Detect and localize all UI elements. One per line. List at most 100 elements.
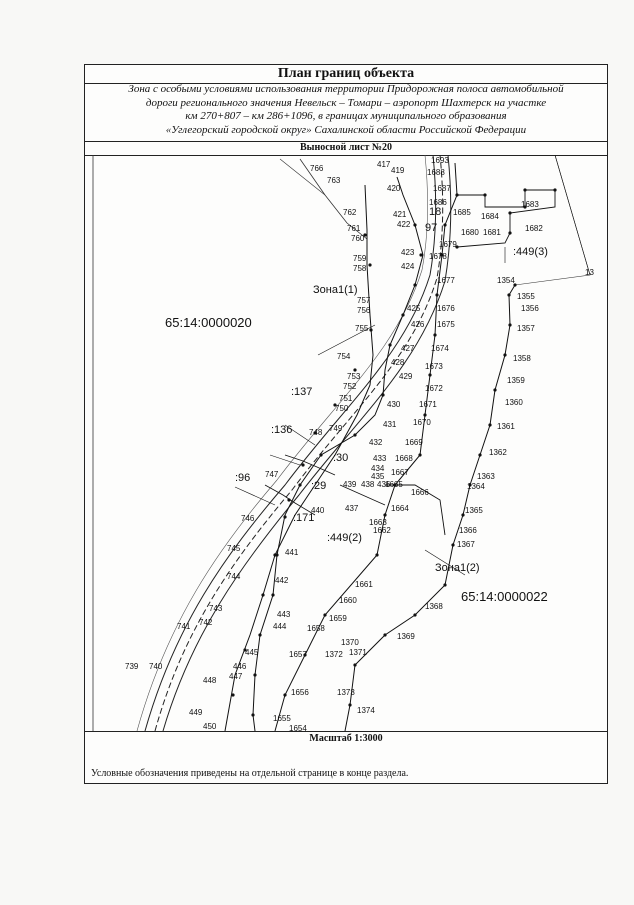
point-1361: 1361 <box>497 422 515 431</box>
description-line-1: Зона с особыми условиями использования т… <box>128 83 564 95</box>
point-748: 748 <box>309 428 323 437</box>
point-1369: 1369 <box>397 632 415 641</box>
point-1370: 1371 <box>349 648 367 657</box>
sublot-449-2: :449(2) <box>327 532 362 544</box>
point-436: 436 <box>377 480 391 489</box>
point-755: 755 <box>355 324 369 333</box>
point-445: 445 <box>245 648 259 657</box>
point-428: 428 <box>391 358 405 367</box>
point-1656: 1656 <box>291 688 309 697</box>
point-1356: 1356 <box>521 304 539 313</box>
point-1371: 1370 <box>341 638 359 647</box>
zone-label-1: Зона1(1) <box>313 284 358 296</box>
point-753: 753 <box>347 372 361 381</box>
point-740: 740 <box>149 662 163 671</box>
description-line-4: «Углегорский городской округ» Сахалинско… <box>165 123 527 136</box>
point-763: 763 <box>327 176 341 185</box>
point-433: 433 <box>373 454 387 463</box>
point-1678: 1678 <box>429 252 447 261</box>
point-429: 429 <box>399 372 413 381</box>
point-1661: 1661 <box>355 580 373 589</box>
point-426: 426 <box>411 320 425 329</box>
point-434: 434 <box>371 464 385 473</box>
point-443: 443 <box>277 610 291 619</box>
point-743: 743 <box>209 604 223 613</box>
point-1664: 1664 <box>391 504 409 513</box>
point-1359: 1359 <box>507 376 525 385</box>
point-747: 747 <box>265 470 279 479</box>
point-1679: 1679 <box>439 240 457 249</box>
point-742: 742 <box>199 618 213 627</box>
legend-note: Условные обозначения приведены на отдель… <box>91 768 409 779</box>
point-440: 440 <box>311 506 325 515</box>
sublot-97: 97 <box>425 222 437 234</box>
point-1655: 1655 <box>273 714 291 723</box>
point-1684: 1684 <box>481 212 499 221</box>
point-1683: 1683 <box>521 200 539 209</box>
point-1665: 1665 <box>385 480 403 489</box>
point-1688: 1688 <box>427 168 445 177</box>
point-761: 761 <box>347 224 361 233</box>
point-1674: 1674 <box>431 344 449 353</box>
point-751: 751 <box>339 394 353 403</box>
point-1675: 1675 <box>437 320 455 329</box>
point-422: 422 <box>397 220 411 229</box>
point-744: 744 <box>227 572 241 581</box>
point-450: 450 <box>203 722 217 731</box>
point-1667: 1667 <box>391 468 409 477</box>
point-444: 444 <box>273 622 287 631</box>
point-446: 446 <box>233 662 247 671</box>
point-1680: 1680 <box>461 228 479 237</box>
point-1676: 1676 <box>437 304 455 313</box>
plan-sheet: План границ объекта Зона с особыми услов… <box>84 64 608 784</box>
point-1363: 1363 <box>477 472 495 481</box>
point-1654: 1654 <box>289 724 307 731</box>
point-756: 756 <box>357 306 371 315</box>
point-427: 427 <box>401 344 415 353</box>
point-1693: 1693 <box>431 156 449 165</box>
point-423: 423 <box>401 248 415 257</box>
point-741: 741 <box>177 622 191 631</box>
point-1660: 1660 <box>339 596 357 605</box>
point-439: 439 <box>343 480 357 489</box>
parcel-label-0000022: 65:14:0000022 <box>461 589 548 604</box>
point-750: 750 <box>335 404 349 413</box>
point-1367: 1367 <box>457 540 475 549</box>
point-766: 766 <box>310 164 324 173</box>
point-1669: 1669 <box>405 438 423 447</box>
point-441: 441 <box>285 548 299 557</box>
point-1670: 1670 <box>413 418 431 427</box>
point-762: 762 <box>343 208 357 217</box>
sublot-18: 18 <box>429 206 441 218</box>
point-1372: 1372 <box>325 650 343 659</box>
sheet-number: Выносной лист №20 <box>85 141 607 156</box>
point-1686: 1686 <box>429 198 447 207</box>
point-1672: 1672 <box>425 384 443 393</box>
point-1677: 1677 <box>437 276 455 285</box>
point-1357: 1357 <box>517 324 535 333</box>
sublot-171: :171 <box>293 512 314 524</box>
point-430: 430 <box>387 400 401 409</box>
point-1659: 1659 <box>329 614 347 623</box>
point-419: 419 <box>391 166 405 175</box>
point-1663: 1663 <box>369 518 387 527</box>
point-449: 449 <box>189 708 203 717</box>
point-757: 757 <box>357 296 371 305</box>
point-1362: 1362 <box>489 448 507 457</box>
point-435: 435 <box>371 472 385 481</box>
sublot-13: 13 <box>585 268 594 277</box>
point-754: 754 <box>337 352 351 361</box>
description-line-2: дороги регионального значения Невельск –… <box>145 96 547 109</box>
point-417: 417 <box>377 160 391 169</box>
point-1657: 1657 <box>289 650 307 659</box>
point-1687: 1687 <box>433 184 451 193</box>
point-739: 739 <box>125 662 139 671</box>
point-1364: 1364 <box>467 482 485 491</box>
point-1368: 1368 <box>425 602 443 611</box>
point-431: 431 <box>383 420 397 429</box>
point-1360: 1360 <box>505 398 523 407</box>
point-425: 425 <box>407 304 421 313</box>
point-420: 420 <box>387 184 401 193</box>
point-758: 758 <box>353 264 367 273</box>
point-1671: 1671 <box>419 400 437 409</box>
